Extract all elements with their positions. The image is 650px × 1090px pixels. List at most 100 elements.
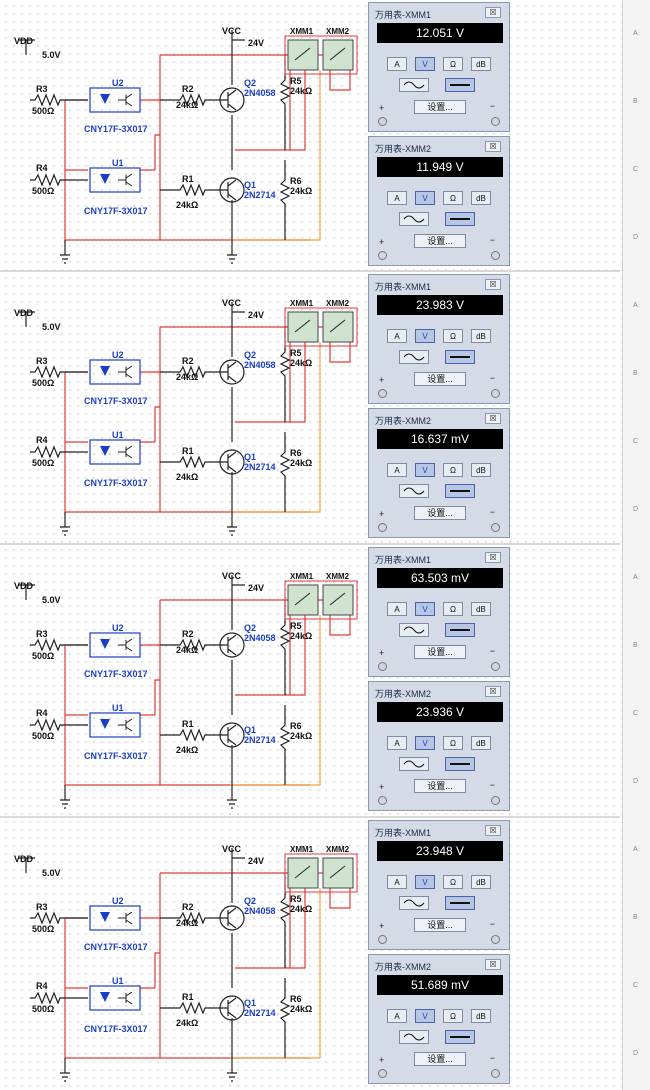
ac-mode-button[interactable]	[399, 350, 429, 364]
ammeter-mode-button[interactable]: A	[387, 602, 407, 616]
settings-button[interactable]: 设置...	[414, 234, 466, 248]
negative-terminal-icon[interactable]	[491, 389, 500, 398]
r4-value: 500Ω	[32, 731, 55, 741]
ammeter-mode-button[interactable]: A	[387, 875, 407, 889]
ammeter-mode-button[interactable]: A	[387, 463, 407, 477]
multimeter-window-xmm2[interactable]: 万用表-XMM2 ☒ 23.936 V A V Ω dB + 设置... −	[368, 681, 510, 811]
ac-mode-button[interactable]	[399, 484, 429, 498]
positive-terminal-icon[interactable]	[378, 523, 387, 532]
ammeter-mode-button[interactable]: A	[387, 1009, 407, 1023]
positive-terminal-icon[interactable]	[378, 662, 387, 671]
q2-label: Q2	[244, 896, 257, 906]
decibel-mode-button[interactable]: dB	[471, 736, 491, 750]
voltmeter-mode-button[interactable]: V	[415, 463, 435, 477]
dc-mode-button[interactable]	[445, 1030, 475, 1044]
close-button[interactable]: ☒	[485, 141, 501, 152]
ohmmeter-mode-button[interactable]: Ω	[443, 602, 463, 616]
ac-mode-button[interactable]	[399, 757, 429, 771]
close-button[interactable]: ☒	[485, 7, 501, 18]
ac-mode-button[interactable]	[399, 1030, 429, 1044]
r3-label: R3	[36, 84, 48, 94]
ac-mode-button[interactable]	[399, 896, 429, 910]
positive-terminal-icon[interactable]	[378, 389, 387, 398]
voltmeter-mode-button[interactable]: V	[415, 57, 435, 71]
negative-terminal-icon[interactable]	[491, 1069, 500, 1078]
settings-button[interactable]: 设置...	[414, 506, 466, 520]
ammeter-mode-button[interactable]: A	[387, 57, 407, 71]
ohmmeter-mode-button[interactable]: Ω	[443, 329, 463, 343]
voltmeter-mode-button[interactable]: V	[415, 875, 435, 889]
multimeter-window-xmm1[interactable]: 万用表-XMM1 ☒ 23.948 V A V Ω dB + 设置... −	[368, 820, 510, 950]
circuit-wiring[interactable]	[0, 272, 620, 542]
settings-button[interactable]: 设置...	[414, 645, 466, 659]
decibel-mode-button[interactable]: dB	[471, 57, 491, 71]
ohmmeter-mode-button[interactable]: Ω	[443, 191, 463, 205]
ac-mode-button[interactable]	[399, 212, 429, 226]
decibel-mode-button[interactable]: dB	[471, 1009, 491, 1023]
circuit-wiring[interactable]	[0, 818, 620, 1088]
negative-terminal-icon[interactable]	[491, 662, 500, 671]
vcc-label: VCC	[222, 298, 242, 308]
multimeter-window-xmm2[interactable]: 万用表-XMM2 ☒ 11.949 V A V Ω dB + 设置... −	[368, 136, 510, 266]
ruler-mark: B	[633, 642, 638, 649]
multimeter-window-xmm1[interactable]: 万用表-XMM1 ☒ 63.503 mV A V Ω dB + 设置... −	[368, 547, 510, 677]
multimeter-window-xmm2[interactable]: 万用表-XMM2 ☒ 51.689 mV A V Ω dB + 设置... −	[368, 954, 510, 1084]
ammeter-mode-button[interactable]: A	[387, 191, 407, 205]
negative-terminal-icon[interactable]	[491, 796, 500, 805]
multimeter-window-xmm1[interactable]: 万用表-XMM1 ☒ 23.983 V A V Ω dB + 设置... −	[368, 274, 510, 404]
negative-terminal-icon[interactable]	[491, 117, 500, 126]
ammeter-mode-button[interactable]: A	[387, 329, 407, 343]
dc-mode-button[interactable]	[445, 896, 475, 910]
settings-button[interactable]: 设置...	[414, 100, 466, 114]
dc-mode-button[interactable]	[445, 757, 475, 771]
multimeter-window-xmm2[interactable]: 万用表-XMM2 ☒ 16.637 mV A V Ω dB + 设置... −	[368, 408, 510, 538]
dc-mode-button[interactable]	[445, 484, 475, 498]
dc-mode-button[interactable]	[445, 350, 475, 364]
voltmeter-mode-button[interactable]: V	[415, 1009, 435, 1023]
voltmeter-mode-button[interactable]: V	[415, 191, 435, 205]
dc-mode-button[interactable]	[445, 212, 475, 226]
ohmmeter-mode-button[interactable]: Ω	[443, 1009, 463, 1023]
positive-terminal-icon[interactable]	[378, 117, 387, 126]
settings-button[interactable]: 设置...	[414, 1052, 466, 1066]
ohmmeter-mode-button[interactable]: Ω	[443, 875, 463, 889]
settings-button[interactable]: 设置...	[414, 918, 466, 932]
r1-value: 24kΩ	[176, 200, 199, 210]
close-button[interactable]: ☒	[485, 552, 501, 563]
voltmeter-mode-button[interactable]: V	[415, 602, 435, 616]
decibel-mode-button[interactable]: dB	[471, 191, 491, 205]
dc-mode-button[interactable]	[445, 623, 475, 637]
decibel-mode-button[interactable]: dB	[471, 463, 491, 477]
positive-terminal-icon[interactable]	[378, 935, 387, 944]
circuit-wiring[interactable]	[0, 0, 620, 270]
r6-value: 24kΩ	[290, 458, 313, 468]
settings-button[interactable]: 设置...	[414, 372, 466, 386]
ohmmeter-mode-button[interactable]: Ω	[443, 736, 463, 750]
settings-button[interactable]: 设置...	[414, 779, 466, 793]
negative-terminal-icon[interactable]	[491, 251, 500, 260]
decibel-mode-button[interactable]: dB	[471, 602, 491, 616]
ac-mode-button[interactable]	[399, 78, 429, 92]
dc-mode-button[interactable]	[445, 78, 475, 92]
voltmeter-mode-button[interactable]: V	[415, 736, 435, 750]
ruler-mark: C	[633, 438, 639, 445]
close-button[interactable]: ☒	[485, 279, 501, 290]
decibel-mode-button[interactable]: dB	[471, 875, 491, 889]
positive-terminal-icon[interactable]	[378, 796, 387, 805]
ac-mode-button[interactable]	[399, 623, 429, 637]
positive-terminal-icon[interactable]	[378, 251, 387, 260]
decibel-mode-button[interactable]: dB	[471, 329, 491, 343]
ohmmeter-mode-button[interactable]: Ω	[443, 57, 463, 71]
voltmeter-mode-button[interactable]: V	[415, 329, 435, 343]
circuit-wiring[interactable]	[0, 545, 620, 815]
ammeter-mode-button[interactable]: A	[387, 736, 407, 750]
multimeter-window-xmm1[interactable]: 万用表-XMM1 ☒ 12.051 V A V Ω dB + 设置... −	[368, 2, 510, 132]
close-button[interactable]: ☒	[485, 959, 501, 970]
ohmmeter-mode-button[interactable]: Ω	[443, 463, 463, 477]
negative-terminal-icon[interactable]	[491, 523, 500, 532]
close-button[interactable]: ☒	[485, 413, 501, 424]
negative-terminal-icon[interactable]	[491, 935, 500, 944]
positive-terminal-icon[interactable]	[378, 1069, 387, 1078]
close-button[interactable]: ☒	[485, 686, 501, 697]
close-button[interactable]: ☒	[485, 825, 501, 836]
